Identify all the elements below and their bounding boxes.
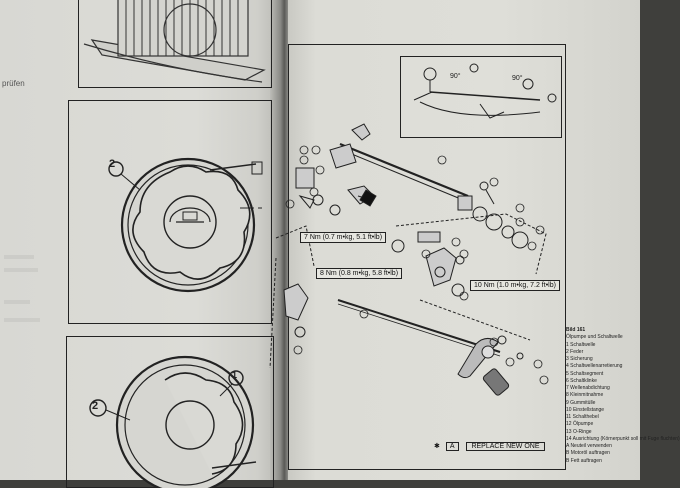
legend-item: 12 Ölpumpe bbox=[566, 421, 594, 428]
left-top-figure-frame bbox=[78, 0, 272, 88]
inset-diagram-frame bbox=[400, 56, 562, 138]
figure-label-1: 1 bbox=[232, 370, 238, 380]
replace-note: ✱ A REPLACE NEW ONE bbox=[434, 442, 545, 451]
faint-text-line bbox=[4, 318, 40, 322]
legend-item: 1 Schaltwelle bbox=[566, 341, 596, 348]
figure-label-2-bottom: 2 bbox=[92, 400, 99, 412]
inset-shift-rod-drawing bbox=[413, 63, 557, 119]
torque-label-8nm: 8 Nm (0.8 m•kg, 5.8 ft•lb) bbox=[316, 268, 403, 279]
legend-item: 13 O-Ringe bbox=[566, 428, 592, 435]
replace-code: A bbox=[445, 442, 459, 451]
cam-plate-drawing-top bbox=[108, 157, 263, 293]
legend-item: 4 Schaltwellenarretierung bbox=[566, 363, 623, 370]
legend-item: 14 Ausrichtung (Körnerpunkt soll mit Fug… bbox=[566, 435, 680, 442]
legend-title: Bild 161 bbox=[566, 327, 586, 333]
figure-legend: Bild 161 Ölpumpe und Schaltwelle 1 Schal… bbox=[566, 327, 680, 465]
shift-drum-drawing bbox=[83, 0, 266, 83]
torque-label-10nm: 10 Nm (1.0 m•kg, 7.2 ft•lb) bbox=[470, 280, 560, 291]
legend-item: 2 Feder bbox=[566, 348, 584, 355]
faint-text-line bbox=[4, 268, 38, 272]
legend-item: 5 Schaltsegment bbox=[566, 370, 604, 377]
legend-item: 6 Schaltklinke bbox=[566, 377, 597, 384]
left-side-text: prüfen bbox=[2, 79, 25, 88]
left-middle-figure-frame bbox=[68, 100, 272, 324]
faint-text-line bbox=[4, 300, 30, 304]
torque-label-7nm: 7 Nm (0.7 m•kg, 5.1 ft•lb) bbox=[300, 232, 387, 243]
cam-plate-drawing-bottom bbox=[89, 355, 257, 488]
legend-item: 11 Schalthebel bbox=[566, 414, 599, 420]
faint-text-line bbox=[4, 255, 34, 259]
angle-label-right: 90° bbox=[512, 74, 523, 82]
angle-label-left: 90° bbox=[450, 72, 461, 80]
legend-item: B Motoröl auftragen bbox=[566, 450, 610, 457]
replace-symbol: ✱ bbox=[434, 443, 440, 450]
diagram-drawings: 90° 90° bbox=[83, 0, 557, 488]
replace-text: REPLACE NEW ONE bbox=[466, 442, 545, 451]
legend-item: 7 Wellenabdichtung bbox=[566, 385, 610, 391]
legend-item: 10 Einstellstange bbox=[566, 406, 605, 413]
figure-label-2-top: 2 bbox=[109, 158, 116, 170]
legend-item: A Neuteil verwenden bbox=[566, 443, 612, 449]
shift-mechanism-drawing bbox=[269, 123, 547, 396]
main-diagram-frame bbox=[288, 44, 566, 470]
legend-item: 8 Kleinmitnahme bbox=[566, 392, 604, 399]
legend-item: 3 Sicherung bbox=[566, 356, 593, 362]
legend-item: 9 Gummitülle bbox=[566, 399, 596, 406]
legend-item: B Fett auftragen bbox=[566, 457, 602, 464]
callout-circles bbox=[285, 145, 549, 385]
legend-subtitle: Ölpumpe und Schaltwelle bbox=[566, 334, 623, 341]
